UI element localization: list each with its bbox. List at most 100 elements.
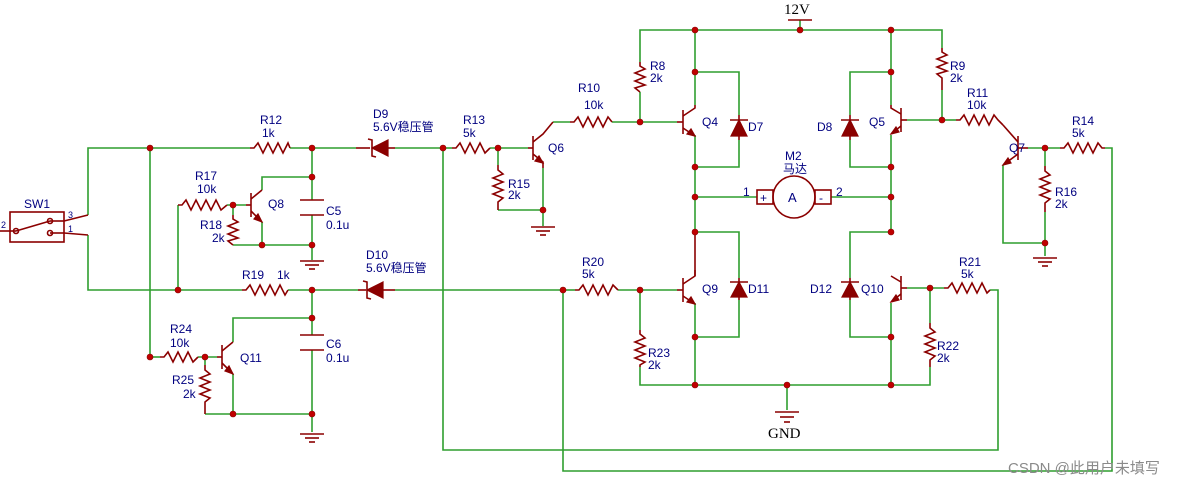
- resistor-r11: [956, 113, 1004, 127]
- r15-ref: R15: [508, 177, 530, 191]
- ground-symbols: GND: [300, 226, 1057, 443]
- r24-ref: R24: [170, 322, 192, 336]
- switch-pin-2: 2: [1, 220, 6, 230]
- r20-ref: R20: [582, 255, 604, 269]
- resistor-r20: [575, 283, 619, 297]
- vcc-symbol: 12V: [784, 2, 812, 21]
- r25-value: 2k: [183, 387, 197, 401]
- diode-d7: [730, 115, 748, 140]
- d7-ref: D7: [748, 120, 764, 134]
- r20-value: 5k: [582, 267, 596, 281]
- c5-value: 0.1u: [326, 218, 349, 232]
- resistor-r14: [1060, 141, 1105, 155]
- transistor-q9: [677, 232, 697, 305]
- r14-value: 5k: [1072, 126, 1086, 140]
- d10-value: 5.6V稳压管: [366, 260, 427, 275]
- capacitors: [300, 199, 324, 351]
- diode-d8: [841, 115, 859, 140]
- r19-value: 1k: [277, 268, 291, 282]
- gnd-label: GND: [768, 426, 801, 442]
- transistors: [217, 105, 1028, 376]
- resistor-r25: [197, 365, 213, 414]
- r11-value: 10k: [967, 98, 987, 112]
- d11-ref: D11: [748, 282, 769, 296]
- r21-value: 5k: [961, 267, 975, 281]
- r17-value: 10k: [197, 182, 217, 196]
- r18-value: 2k: [212, 231, 226, 245]
- m2-ref: M2: [785, 149, 802, 163]
- capacitor-c5: [300, 199, 324, 216]
- q5-ref: Q5: [869, 115, 885, 129]
- d12-ref: D12: [810, 282, 832, 296]
- r18-ref: R18: [200, 218, 222, 232]
- ground-q6: [531, 226, 555, 236]
- d10-ref: D10: [366, 248, 388, 262]
- resistor-r10: [570, 115, 613, 129]
- switch-pin-1: 1: [68, 224, 73, 234]
- motor-minus-label: -: [819, 191, 823, 205]
- resistor-r23: [632, 330, 648, 367]
- watermark: CSDN @此用户未填写: [1008, 460, 1160, 477]
- resistor-r21: [944, 281, 991, 295]
- q6-ref: Q6: [548, 141, 564, 155]
- r8-value: 2k: [650, 71, 664, 85]
- r22-value: 2k: [937, 351, 951, 365]
- r10-value: 10k: [584, 98, 604, 112]
- q10-ref: Q10: [861, 282, 884, 296]
- zener-diodes: [356, 138, 395, 300]
- motor-symbol: A: [788, 190, 797, 205]
- transistor-q5: [889, 105, 907, 135]
- ground-main: [775, 411, 799, 423]
- capacitor-c6: [300, 334, 324, 351]
- transistor-q11: [217, 341, 235, 376]
- r8-ref: R8: [650, 59, 666, 73]
- r15-value: 2k: [508, 188, 522, 202]
- resistors: [160, 48, 1105, 414]
- switch-ref-label: SW1: [24, 197, 50, 211]
- r12-ref: R12: [260, 113, 282, 127]
- zener-d9: [356, 138, 395, 158]
- diode-d11: [730, 278, 748, 300]
- resistor-r24: [160, 350, 199, 364]
- transistor-q6: [528, 121, 554, 168]
- motor-pin1: 1: [743, 185, 750, 199]
- r16-value: 2k: [1055, 197, 1069, 211]
- vcc-label: 12V: [784, 2, 810, 18]
- r12-value: 1k: [262, 126, 276, 140]
- switch-sw1: SW1 2 3 1: [0, 197, 89, 243]
- r11-ref: R11: [967, 86, 988, 100]
- resistor-r17: [178, 198, 228, 212]
- ground-q11: [300, 433, 324, 443]
- r22-ref: R22: [937, 339, 959, 353]
- r24-value: 10k: [170, 336, 190, 350]
- resistor-r15: [490, 165, 506, 210]
- transistor-q7: [1001, 124, 1028, 166]
- junction-dots: [146, 26, 1049, 418]
- motor-pin2: 2: [836, 185, 843, 199]
- r13-value: 5k: [463, 126, 477, 140]
- r23-value: 2k: [648, 358, 662, 372]
- switch-pin-3: 3: [68, 210, 73, 220]
- r9-ref: R9: [950, 59, 966, 73]
- q7-ref: Q7: [1009, 141, 1025, 155]
- zener-d10: [358, 280, 395, 300]
- resistor-r16: [1037, 166, 1053, 212]
- d8-ref: D8: [817, 120, 833, 134]
- resistor-r8: [632, 62, 648, 93]
- r21-ref: R21: [959, 255, 981, 269]
- transistor-q4: [677, 105, 697, 137]
- resistor-r12: [250, 141, 291, 155]
- r14-ref: R14: [1072, 114, 1094, 128]
- r16-ref: R16: [1055, 185, 1077, 199]
- ground-q8: [300, 260, 324, 270]
- r17-ref: R17: [195, 169, 217, 183]
- resistor-r19: [242, 283, 289, 297]
- r10-ref: R10: [578, 81, 600, 95]
- motor-m2: + - A 1 2: [743, 175, 843, 219]
- d9-value: 5.6V稳压管: [373, 119, 434, 134]
- resistor-r22: [922, 323, 938, 367]
- c6-ref: C6: [326, 337, 342, 351]
- resistor-r13: [452, 141, 491, 155]
- resistor-r9: [934, 48, 950, 90]
